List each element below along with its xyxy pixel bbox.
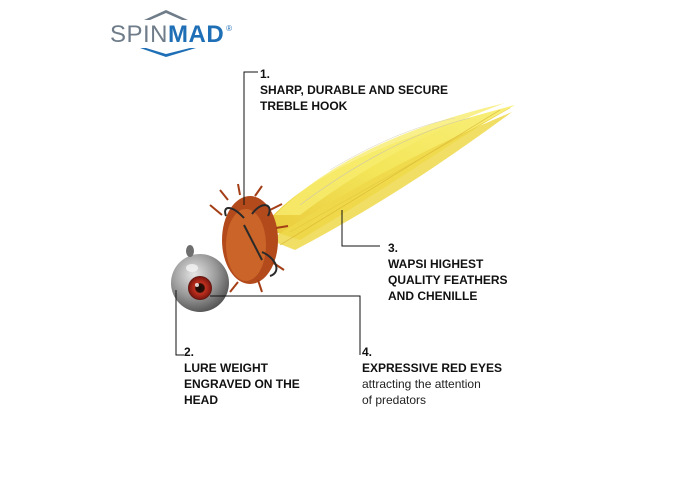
callout-lure-weight: 2. LURE WEIGHT ENGRAVED ON THE HEAD: [184, 344, 300, 408]
callout-number: 3.: [388, 241, 399, 255]
callout-feathers: 3. WAPSI HIGHEST QUALITY FEATHERS AND CH…: [388, 240, 528, 304]
jig-head: [171, 245, 229, 312]
logo-chevron-icon: [140, 10, 196, 57]
callout-number: 4.: [362, 345, 373, 359]
callout-description-line: attracting the attention: [362, 377, 481, 391]
callout-heading-line: QUALITY FEATHERS: [388, 273, 508, 287]
callout-heading-line: EXPRESSIVE RED EYES: [362, 361, 503, 375]
callout-description-line: of predators: [362, 393, 427, 407]
leader-line-3: [341, 210, 380, 247]
spinmad-logo: SPINMAD ®: [110, 8, 232, 58]
feather-tail: [262, 103, 515, 250]
callout-treble-hook: 1. SHARP, DURABLE AND SECURE TREBLE HOOK: [260, 66, 448, 114]
logo-mad-text: MAD: [168, 21, 225, 48]
logo-spin-text: SPIN: [110, 21, 169, 48]
leader-line-4: [210, 295, 361, 355]
logo-wordmark: SPINMAD: [110, 21, 224, 49]
leader-line-1: [243, 71, 258, 205]
callout-number: 1.: [260, 67, 271, 81]
leader-lines: [175, 71, 380, 356]
leader-line-2: [175, 290, 184, 356]
callout-heading-line: HEAD: [184, 393, 219, 407]
callout-heading-line: AND CHENILLE: [388, 289, 478, 303]
callout-number: 2.: [184, 345, 195, 359]
callout-heading-line: LURE WEIGHT: [184, 361, 268, 375]
callout-heading-line: ENGRAVED ON THE: [184, 377, 300, 391]
callout-heading-line: TREBLE HOOK: [260, 99, 348, 113]
red-eye-icon: [188, 276, 212, 300]
callout-heading-line: SHARP, DURABLE AND SECURE: [260, 83, 449, 97]
chenille-body: [209, 183, 289, 293]
callout-red-eyes: 4. EXPRESSIVE RED EYES attracting the at…: [362, 344, 502, 408]
registered-mark: ®: [226, 24, 232, 33]
treble-hook: [224, 204, 278, 277]
callout-heading-line: WAPSI HIGHEST: [388, 257, 484, 271]
